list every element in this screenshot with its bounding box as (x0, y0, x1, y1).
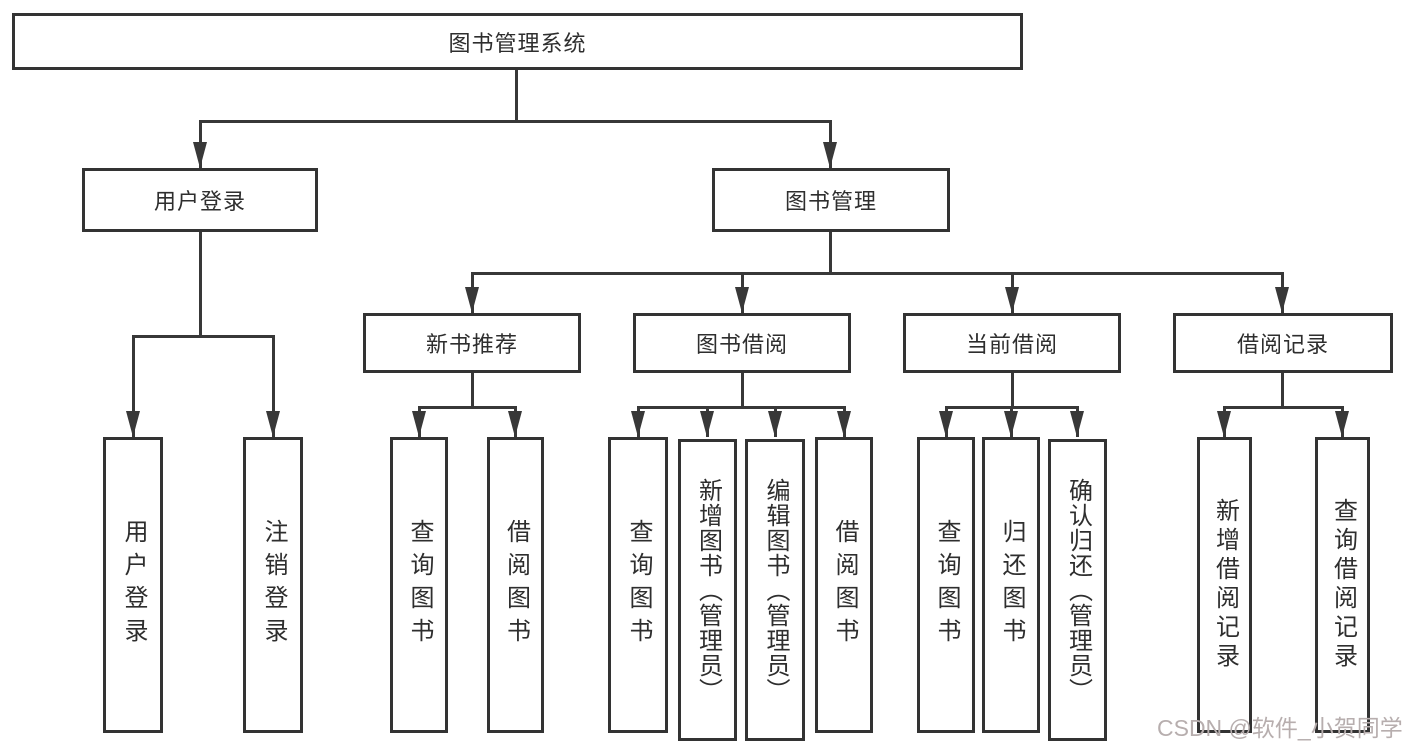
arrowhead-down (939, 411, 953, 437)
arrowhead-down (126, 411, 140, 437)
connector-hline (418, 406, 517, 409)
leaf-query-books-rec: 查询图书 (390, 437, 448, 733)
connector-vline (132, 335, 135, 437)
arrowhead-down (193, 142, 207, 168)
leaf-borrow-books: 借阅图书 (815, 437, 873, 733)
arrowhead-down (1217, 411, 1231, 437)
node-new-book-recommend: 新书推荐 (363, 313, 581, 373)
connector-vline (829, 232, 832, 272)
leaf-add-borrow-record: 新增借阅记录 (1197, 437, 1252, 733)
arrowhead-down (1070, 411, 1084, 437)
arrowhead-down (735, 287, 749, 313)
connector-hline (132, 335, 274, 338)
leaf-query-books-current: 查询图书 (917, 437, 975, 733)
node-book-management: 图书管理 (712, 168, 950, 232)
arrowhead-down (508, 411, 522, 437)
connector-vline (1011, 373, 1014, 406)
node-user-login: 用户登录 (82, 168, 318, 232)
node-current-borrow: 当前借阅 (903, 313, 1121, 373)
arrowhead-down (412, 411, 426, 437)
leaf-edit-books-admin: 编辑图书（管理员） (745, 439, 805, 741)
arrowhead-down (823, 142, 837, 168)
node-book-borrow: 图书借阅 (633, 313, 851, 373)
leaf-add-books-admin: 新增图书（管理员） (678, 439, 737, 741)
connector-vline (199, 232, 202, 335)
connector-hline (471, 272, 1284, 275)
connector-vline (272, 335, 275, 437)
connector-vline (741, 373, 744, 406)
arrowhead-down (1005, 287, 1019, 313)
csdn-watermark: CSDN @软件_小贺同学 (1157, 715, 1403, 741)
connector-hline (199, 120, 832, 123)
leaf-query-borrow-record: 查询借阅记录 (1315, 437, 1370, 733)
connector-hline (1223, 406, 1343, 409)
arrowhead-down (465, 287, 479, 313)
leaf-return-books: 归还图书 (982, 437, 1040, 733)
arrowhead-down (631, 411, 645, 437)
arrowhead-down (266, 411, 280, 437)
connector-vline (1281, 373, 1284, 406)
leaf-query-books-borrow: 查询图书 (608, 437, 668, 733)
node-root: 图书管理系统 (12, 13, 1023, 70)
arrowhead-down (837, 411, 851, 437)
connector-vline (515, 70, 518, 120)
connector-vline (471, 373, 474, 406)
leaf-user-login: 用户登录 (103, 437, 163, 733)
leaf-confirm-return-admin: 确认归还（管理员） (1048, 439, 1107, 741)
arrowhead-down (1004, 411, 1018, 437)
arrowhead-down (700, 411, 714, 437)
node-borrow-records: 借阅记录 (1173, 313, 1393, 373)
leaf-borrow-books-rec: 借阅图书 (487, 437, 544, 733)
connector-hline (637, 406, 845, 409)
arrowhead-down (1335, 411, 1349, 437)
arrowhead-down (1275, 287, 1289, 313)
leaf-logout: 注销登录 (243, 437, 303, 733)
arrowhead-down (768, 411, 782, 437)
